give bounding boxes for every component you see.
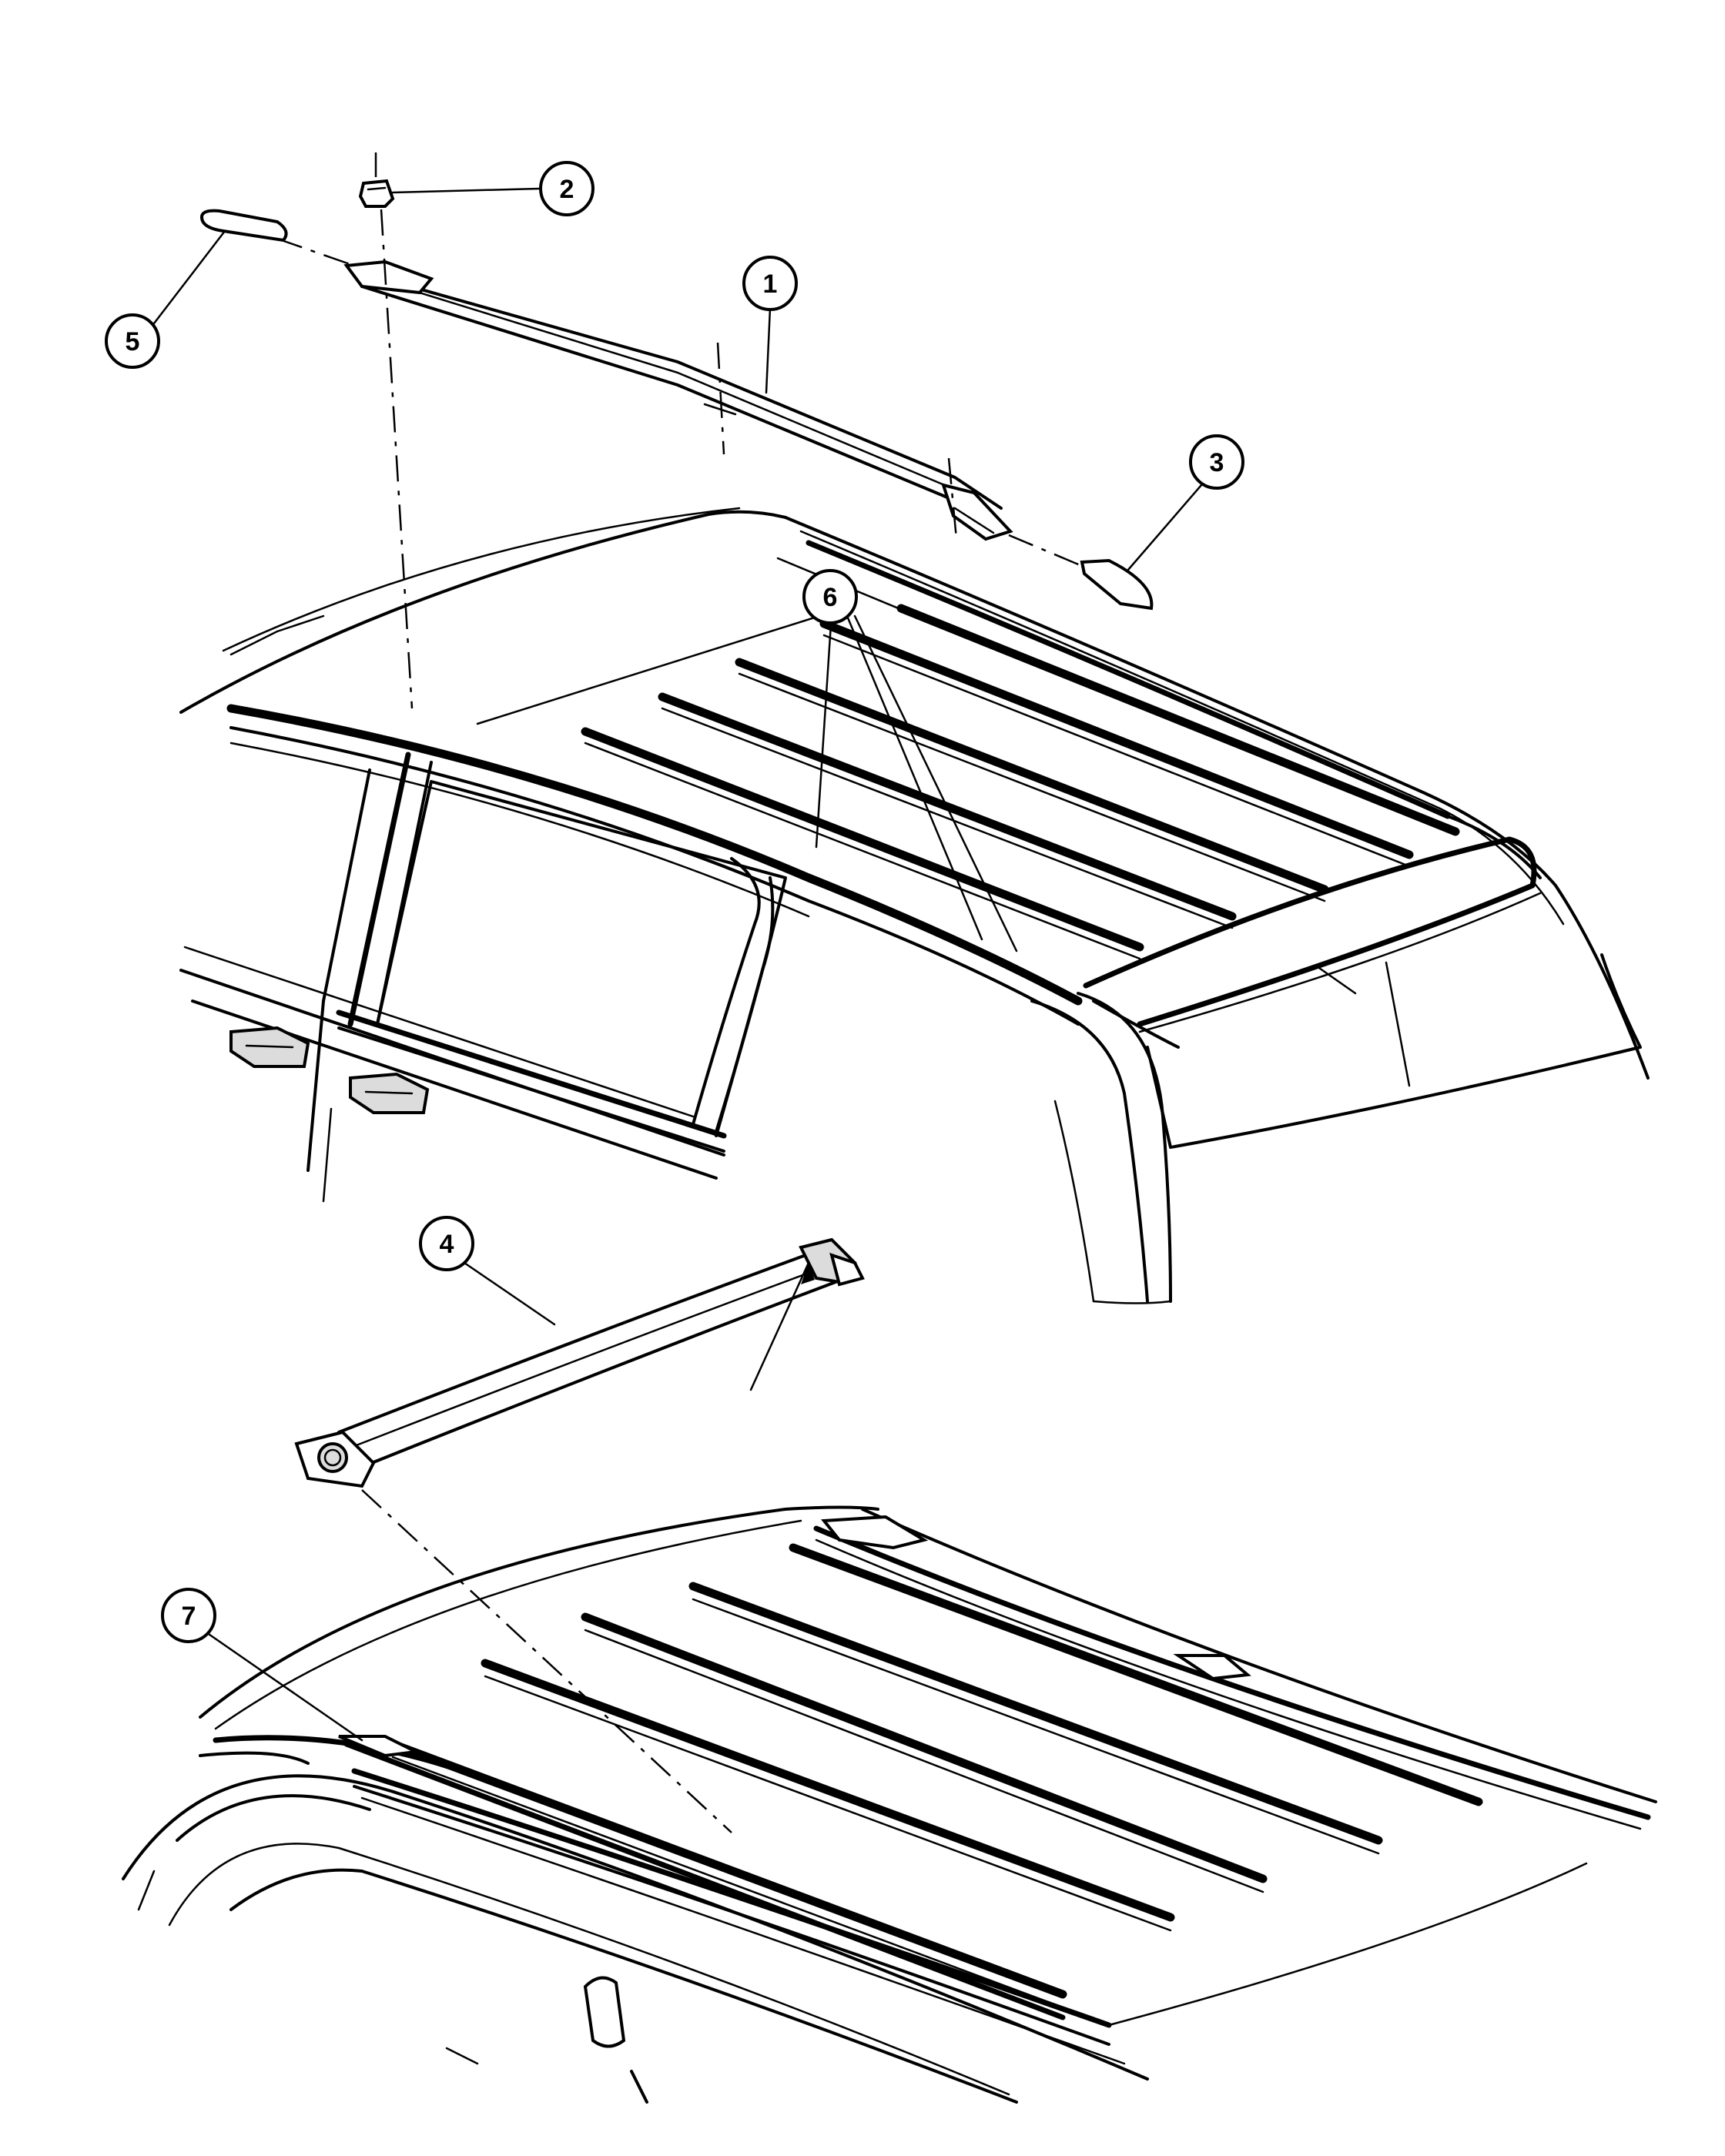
roof-ditch-mouldings-upper [581,604,1460,960]
callout-2: 2 [539,161,595,216]
callout-7-leader [203,1629,363,1742]
callout-6-leaders [476,611,1018,952]
callout-4-label: 4 [440,1230,454,1259]
callout-7-label: 7 [182,1602,196,1631]
front-end-cap [199,209,288,243]
callout-5: 5 [105,313,160,369]
callout-6: 6 [802,569,858,624]
callout-3: 3 [1189,434,1244,490]
crossbar [294,1237,865,1488]
callout-3-label: 3 [1210,448,1224,477]
callout-7: 7 [161,1588,216,1643]
roof-ditch-mouldings-lower [338,1543,1483,2020]
callout-5-label: 5 [126,327,140,357]
rear-end-cap [1080,558,1154,611]
bottom-centerlines [361,1489,732,1833]
callout-4: 4 [419,1216,474,1271]
side-rail-assembly [343,259,1013,541]
callout-1-label: 1 [763,270,778,299]
callout-2-label: 2 [560,175,574,204]
top-centerlines [276,152,1083,709]
vehicle-side-body [179,704,1083,1203]
callout-1: 1 [742,256,798,311]
callout-leaders [152,187,1203,1326]
nut [358,179,395,208]
vehicle-roof-lower [122,1505,1657,2104]
callout-6-label: 6 [823,583,838,612]
